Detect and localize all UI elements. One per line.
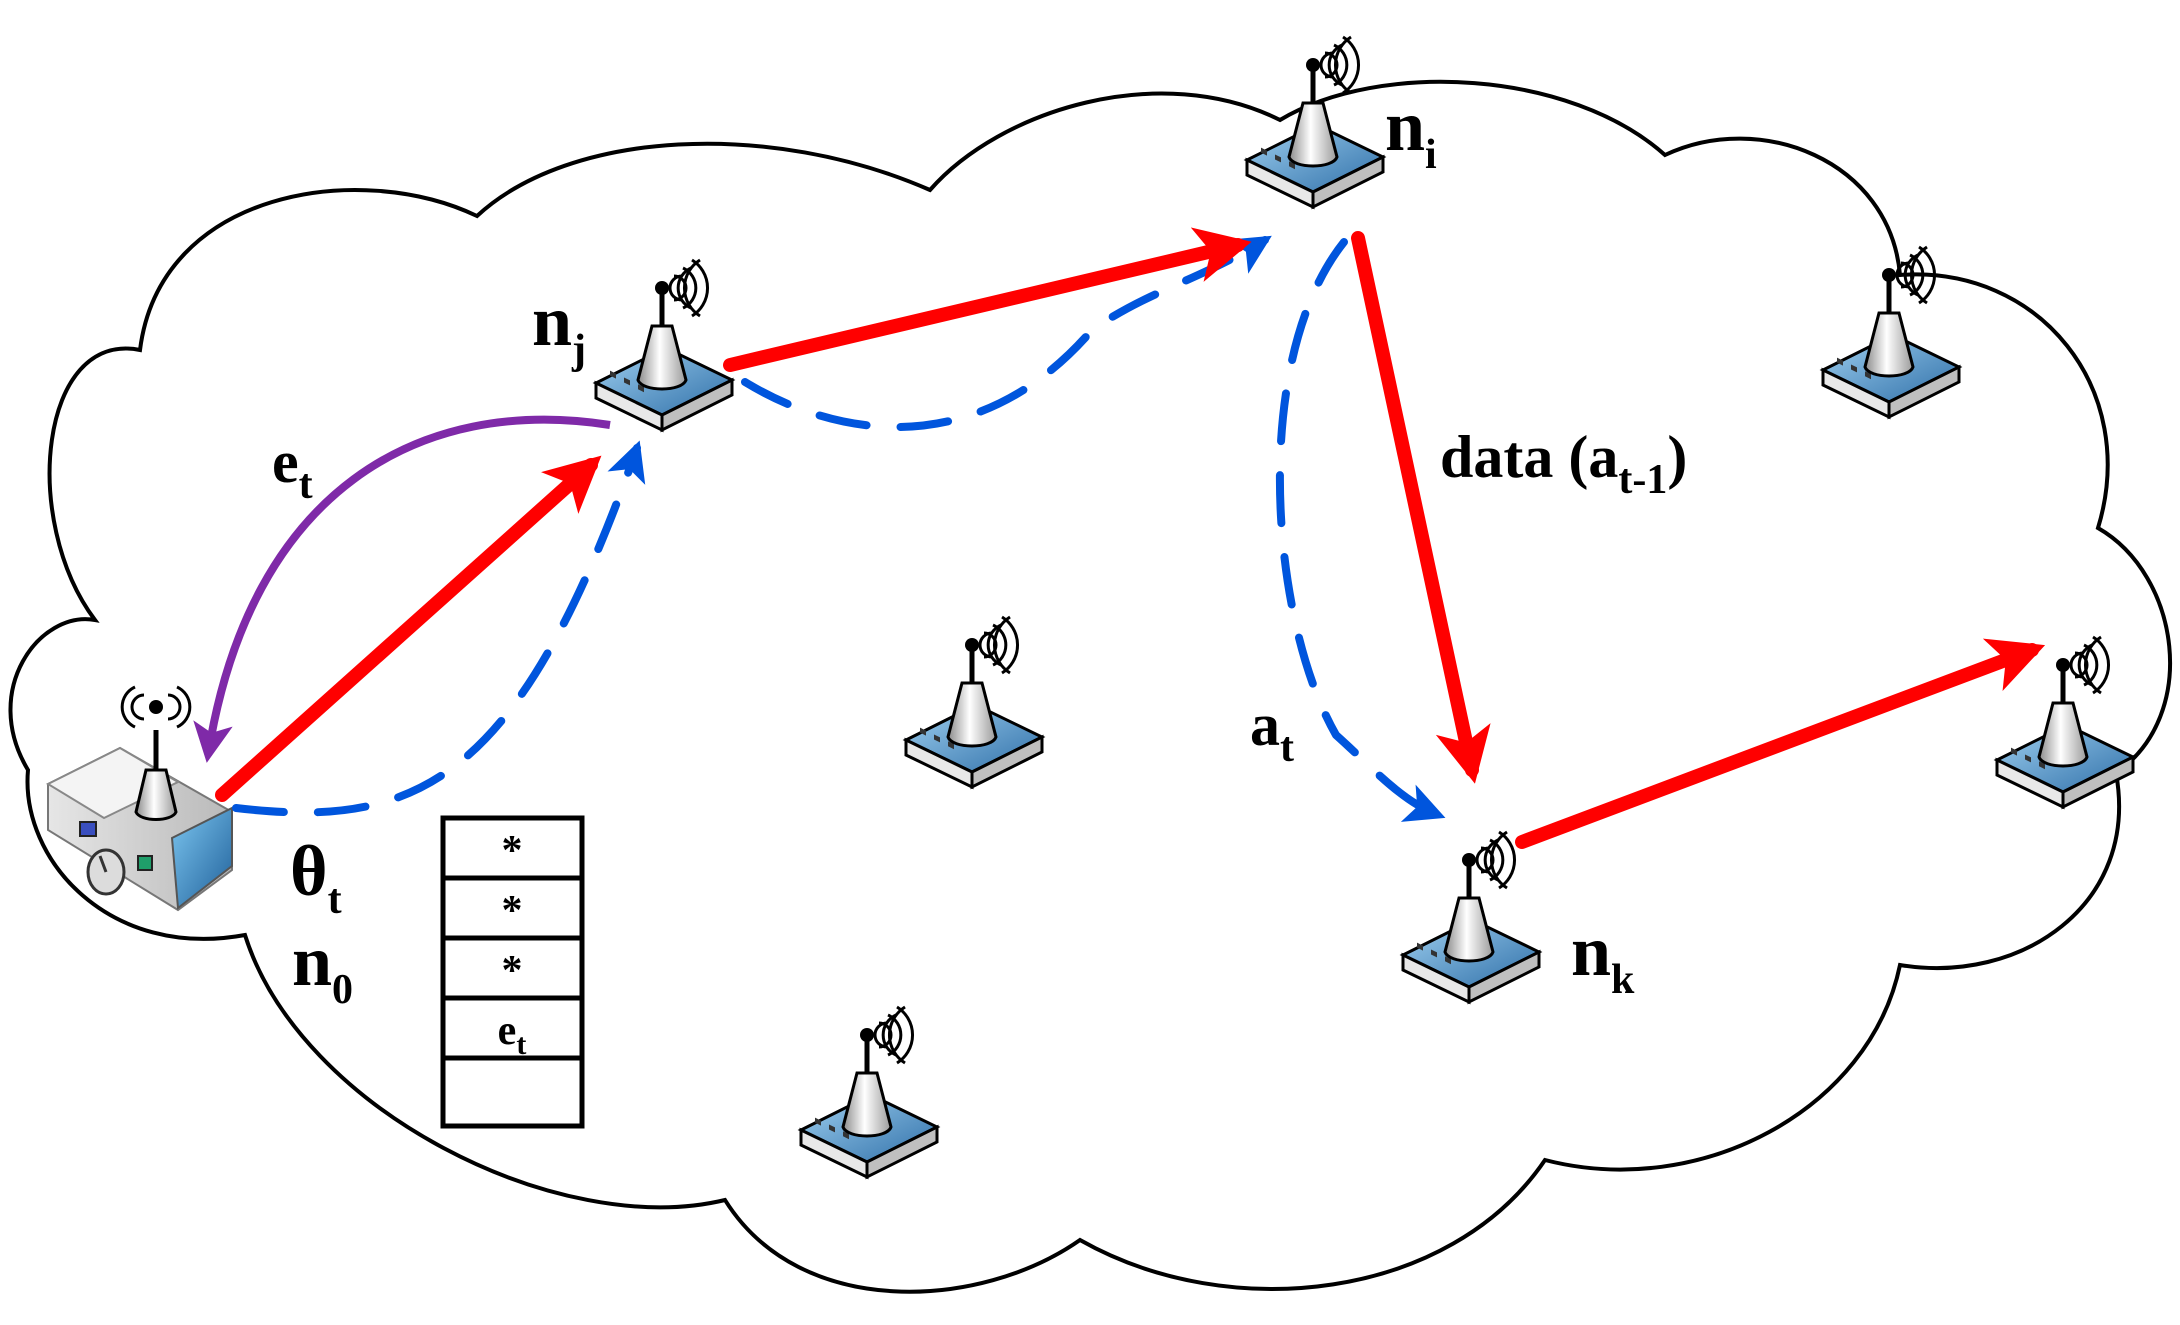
data-path-n0-nj <box>215 455 602 802</box>
buffer-cell-2: * <box>502 888 523 934</box>
node-label-nj: nj <box>532 281 586 373</box>
edge-label-et: et <box>272 429 313 508</box>
buffer-cell-1: * <box>502 828 523 874</box>
node-param-theta: θt <box>290 831 342 923</box>
source-device-icon <box>45 685 233 912</box>
edge-label-at: at <box>1250 692 1294 771</box>
data-path-nk-right <box>1515 638 2046 849</box>
node-label-n0: n0 <box>292 921 353 1013</box>
feedback-path-nj-n0 <box>193 415 611 763</box>
buffer-cell-3: * <box>502 948 523 994</box>
node-label-ni: ni <box>1385 86 1437 178</box>
data-paths <box>215 227 2046 849</box>
edge-label-data: data (at-1) <box>1440 424 1687 503</box>
action-path-ni-nk <box>1276 238 1446 822</box>
buffer-cell-4: et <box>498 1008 527 1061</box>
data-buffer-stack: * * * et <box>440 815 585 1129</box>
node-label-nk: nk <box>1571 911 1635 1003</box>
data-path-ni-nk <box>1351 231 1491 784</box>
data-path-nj-ni <box>723 227 1252 372</box>
